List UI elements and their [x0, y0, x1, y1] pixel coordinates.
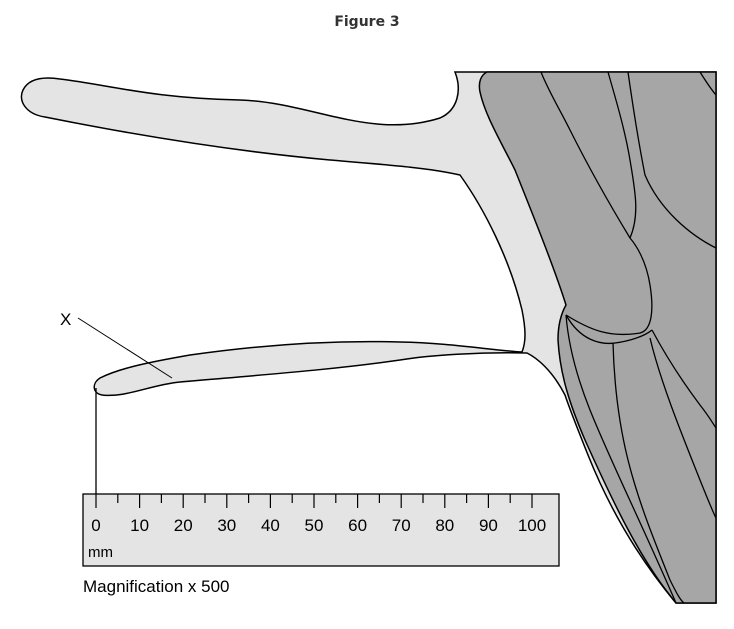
ruler	[82, 493, 560, 567]
ruler-tick-label: 100	[518, 516, 546, 535]
ruler-tick-label: 10	[130, 516, 149, 535]
tissue-boundaries	[540, 71, 717, 604]
ruler-tick-label: 70	[392, 516, 411, 535]
figure-title: Figure 3	[334, 14, 400, 30]
ruler-ticks	[95, 494, 533, 508]
ruler-tick-label: 30	[217, 516, 236, 535]
ruler-tick-label: 20	[174, 516, 193, 535]
label-x: X	[60, 310, 71, 329]
ruler-tick-label: 40	[261, 516, 280, 535]
ruler-tick-label: 60	[348, 516, 367, 535]
ruler-labels: 0 10 20 30 40 50 60 70 80 90 100	[91, 516, 546, 535]
ruler-tick-label: 80	[435, 516, 454, 535]
ruler-unit: mm	[88, 544, 113, 561]
tissue-upper	[478, 71, 717, 604]
ruler-tick-label: 90	[479, 516, 498, 535]
magnification-label: Magnification x 500	[83, 577, 229, 596]
ruler-tick-label: 50	[305, 516, 324, 535]
label-x-pointer	[77, 317, 173, 379]
ruler-tick-label: 0	[91, 516, 100, 535]
